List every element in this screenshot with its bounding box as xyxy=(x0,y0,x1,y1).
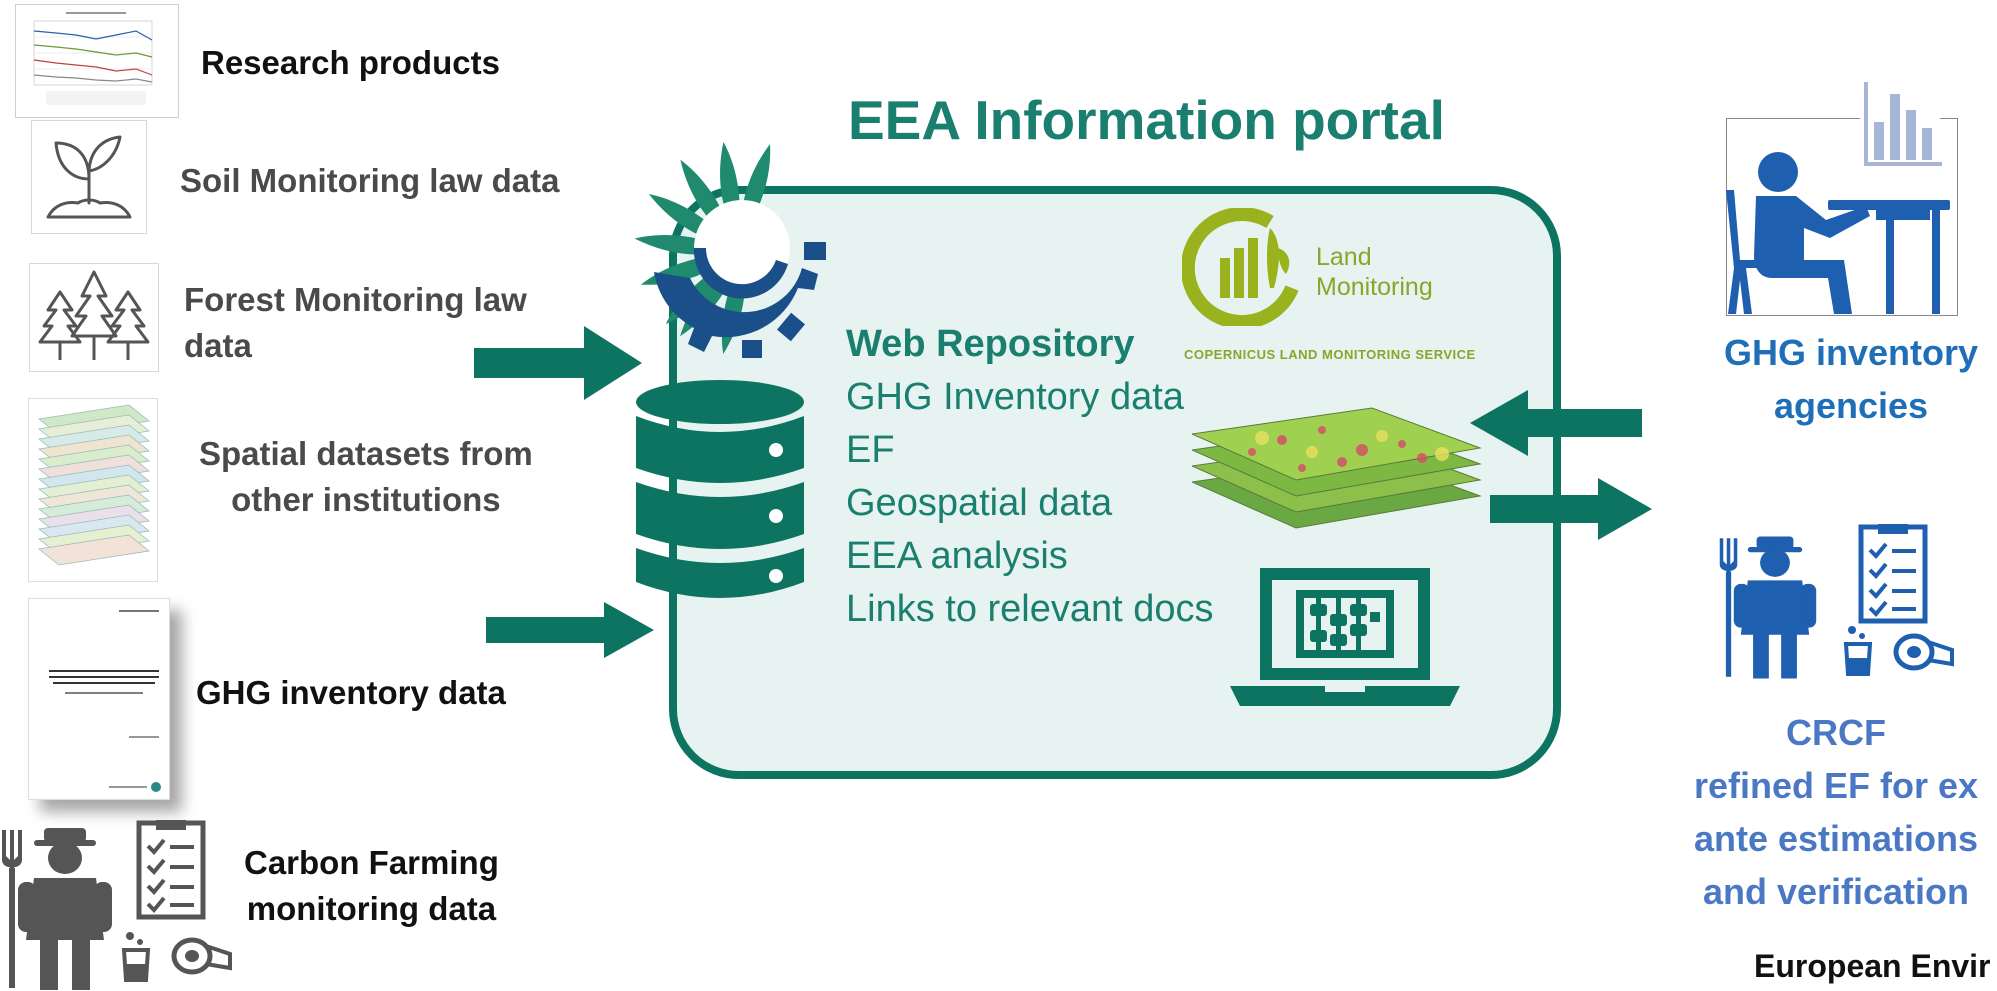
repository-item: EF xyxy=(846,429,895,471)
crcf-label-line4: and verification xyxy=(1702,871,1970,912)
land-monitoring-line1: Land xyxy=(1316,243,1372,271)
carbon-farming-label-line2: monitoring data xyxy=(246,890,497,927)
web-repository: Web Repository GHG Inventory data EF Geo… xyxy=(846,318,1214,636)
bar-chart-icon xyxy=(1860,82,1942,166)
beaker-blue-icon xyxy=(1843,626,1873,676)
forest-monitoring-label-line1: Forest Monitoring law xyxy=(184,281,527,318)
checklist-blue-icon xyxy=(1858,524,1928,624)
repository-item: GHG Inventory data xyxy=(846,376,1184,418)
arrow-from-agencies xyxy=(1470,390,1642,456)
soil-monitoring-label: Soil Monitoring law data xyxy=(180,162,560,199)
repository-item: EEA analysis xyxy=(846,535,1068,577)
ghg-agencies-label-line2: agencies xyxy=(1773,385,1929,426)
land-monitoring-logo xyxy=(1182,208,1299,326)
spatial-datasets-label: Spatial datasets from other institutions xyxy=(199,431,533,523)
crcf-label-line3: ante estimations xyxy=(1693,818,1979,859)
land-monitoring-text: Land Monitoring xyxy=(1316,242,1433,302)
input-arrow-bottom xyxy=(486,602,654,658)
research-products-label: Research products xyxy=(201,44,500,81)
web-repository-heading: Web Repository xyxy=(846,323,1135,365)
forest-monitoring-label: Forest Monitoring law data xyxy=(184,277,527,369)
tape-measure-blue-icon xyxy=(1893,633,1954,671)
beaker-icon xyxy=(121,932,151,982)
farmer-blue-icon xyxy=(1719,536,1817,679)
map-layers-thumbnail xyxy=(28,398,158,582)
geo-layers-icon xyxy=(1192,407,1482,529)
crcf-label-line2: refined EF for ex xyxy=(1693,765,1979,806)
carbon-farming-label: Carbon Farming monitoring data xyxy=(244,840,499,932)
spatial-datasets-label-line2: other institutions xyxy=(231,481,501,518)
sprout-icon xyxy=(31,120,147,234)
carbon-farming-label-line1: Carbon Farming xyxy=(244,844,499,881)
checklist-icon xyxy=(136,820,206,920)
input-arrow-top xyxy=(474,326,642,400)
trees-icon xyxy=(29,263,159,372)
database-icon xyxy=(636,380,804,598)
report-thumbnail xyxy=(28,598,170,800)
tape-measure-icon xyxy=(171,937,232,975)
portal-title: EEA Information portal xyxy=(848,89,1445,151)
crcf-label: CRCF refined EF for ex ante estimations … xyxy=(1686,706,1986,918)
laptop-abacus-icon xyxy=(1230,568,1460,706)
ghg-agencies-label-line1: GHG inventory xyxy=(1723,332,1979,373)
eea-sun-logo xyxy=(634,141,826,358)
repository-item: Links to relevant docs xyxy=(846,588,1214,630)
repository-item: Geospatial data xyxy=(846,482,1113,524)
farmer-icon xyxy=(2,828,112,990)
ghg-inventory-data-label: GHG inventory data xyxy=(196,674,506,711)
copernicus-service-label: COPERNICUS LAND MONITORING SERVICE xyxy=(1184,347,1476,362)
person-desk-icon xyxy=(1726,152,1950,314)
spatial-datasets-label-line1: Spatial datasets from xyxy=(199,435,533,472)
ghg-agencies-label: GHG inventory agencies xyxy=(1716,326,1986,432)
arrow-to-crcf xyxy=(1490,478,1652,540)
land-monitoring-line2: Monitoring xyxy=(1316,273,1433,301)
crcf-label-line1: CRCF xyxy=(1786,712,1886,753)
footer-text: European Envir xyxy=(1754,948,1991,984)
forest-monitoring-label-line2: data xyxy=(184,327,252,364)
research-chart-thumbnail xyxy=(15,4,179,118)
